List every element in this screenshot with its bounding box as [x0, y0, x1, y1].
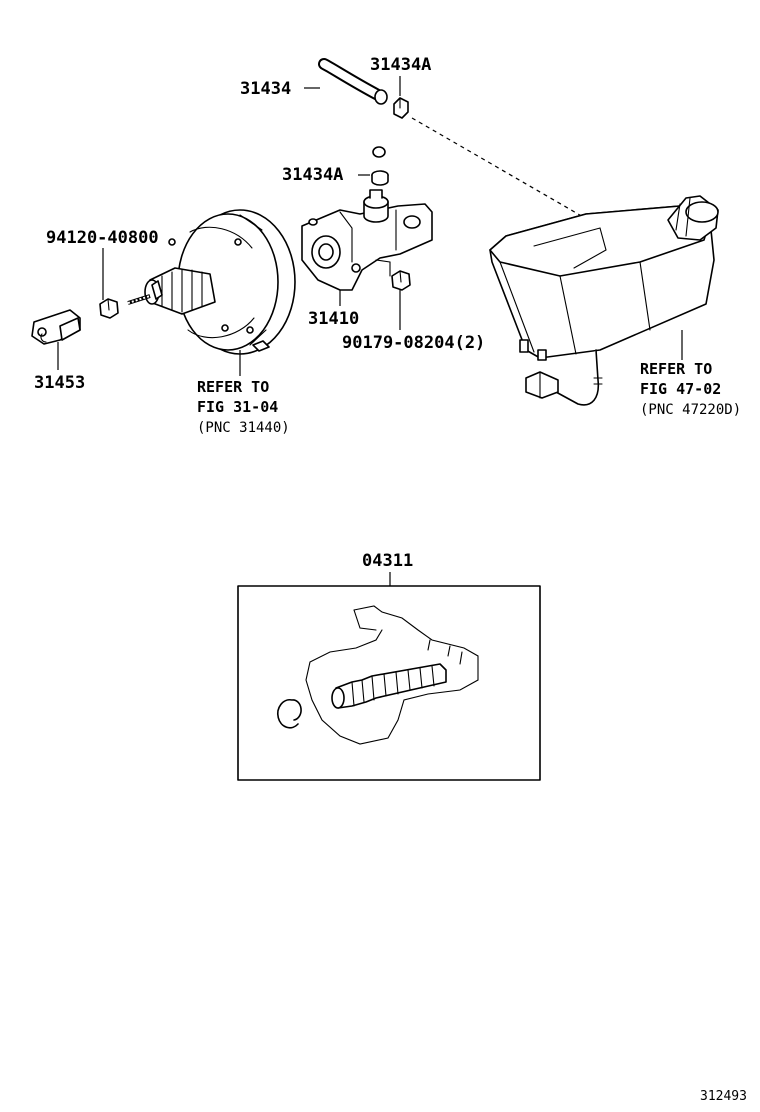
booster-ref-line1: REFER TO: [197, 378, 269, 396]
brake-booster: [127, 209, 296, 355]
vacuum-hose: [317, 58, 388, 158]
label-master-cylinder: 31410: [308, 309, 359, 329]
label-kit: 04311: [362, 551, 413, 571]
label-mount-nut: 90179-08204(2): [342, 333, 485, 353]
label-clamp-top: 31434A: [370, 55, 431, 75]
clevis: [31, 309, 81, 345]
repair-kit-parts: [277, 605, 479, 745]
push-rod-nut: [99, 298, 119, 319]
brake-reservoir: [489, 195, 719, 406]
booster-ref-line3: (PNC 31440): [197, 420, 290, 436]
hose-clamp-top: [393, 97, 409, 119]
label-clevis: 31453: [34, 373, 85, 393]
label-nut: 94120-40800: [46, 228, 159, 248]
hose-route-dashed-line: [411, 117, 586, 219]
label-clamp-lower: 31434A: [282, 165, 343, 185]
reservoir-ref-line1: REFER TO: [640, 360, 712, 378]
booster-ref-line2: FIG 31-04: [197, 398, 278, 416]
figure-id: 312493: [700, 1089, 747, 1104]
mount-nut: [391, 270, 411, 291]
master-cylinder: [301, 189, 433, 291]
label-hose: 31434: [240, 79, 291, 99]
reservoir-ref-line3: (PNC 47220D): [640, 402, 741, 418]
reservoir-ref-line2: FIG 47-02: [640, 380, 721, 398]
hose-clamp-lower: [371, 170, 389, 186]
